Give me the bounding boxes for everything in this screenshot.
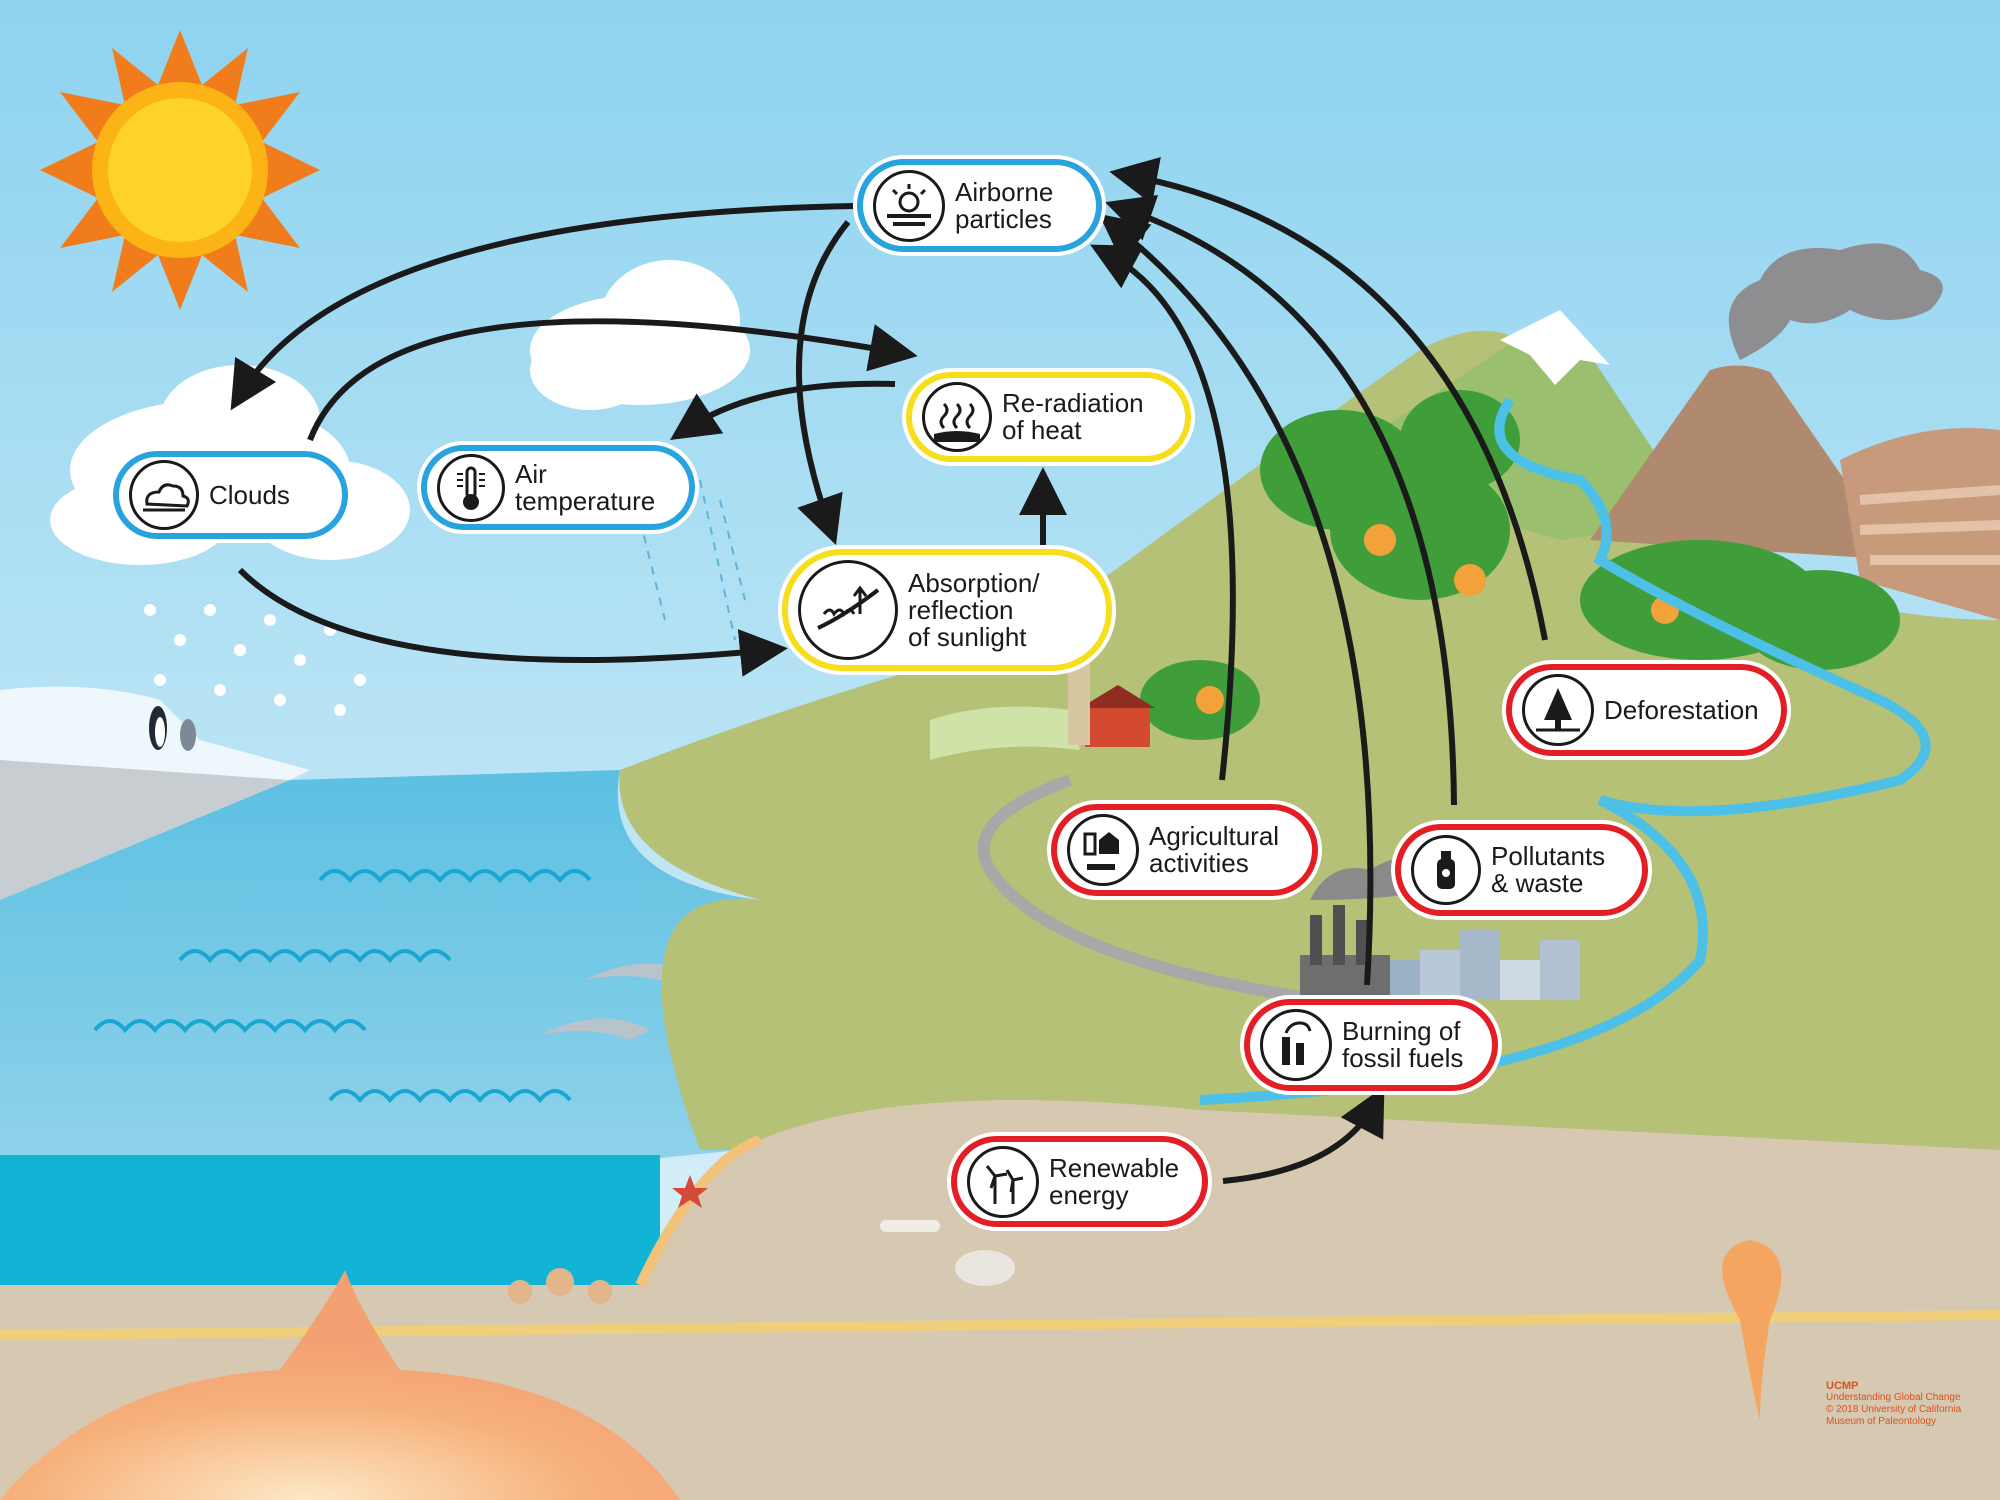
snow-cap xyxy=(1500,310,1610,385)
node-agricultural-activities: Agricultural activities xyxy=(1051,804,1318,896)
arrow-agri-to-airborne xyxy=(1090,244,1236,781)
farm xyxy=(930,655,1155,760)
node-burning-fossil-fuels: Burning of fossil fuels xyxy=(1244,999,1498,1091)
credit-line-1: Understanding Global Change xyxy=(1826,1392,1961,1403)
node-airborne-particles: Airborne particles xyxy=(857,159,1102,252)
credit-block: UCMP Understanding Global Change © 2018 … xyxy=(1826,1380,1961,1428)
credit-line-2: © 2018 University of California xyxy=(1826,1404,1962,1415)
river xyxy=(1199,397,1931,1105)
label-air-temperature: Air temperature xyxy=(515,458,656,516)
label-absorption-reflection: Absorption/ reflection of sunlight xyxy=(908,567,1040,652)
factory-icon xyxy=(1260,1009,1332,1081)
waves xyxy=(93,869,592,1104)
thermometer-icon xyxy=(437,453,505,522)
label-deforestation: Deforestation xyxy=(1604,694,1759,725)
node-deforestation: Deforestation xyxy=(1506,664,1787,756)
node-reradiation-of-heat: Re-radiation of heat xyxy=(906,372,1191,462)
fossils xyxy=(880,1220,1015,1286)
volcano-smoke xyxy=(1728,243,1943,360)
label-pollutants-waste: Pollutants & waste xyxy=(1491,841,1606,898)
arrow-fossil-to-airborne xyxy=(1098,213,1374,986)
node-absorption-reflection: Absorption/ reflection of sunlight xyxy=(782,549,1112,671)
starfish xyxy=(672,1175,708,1208)
snowflakes xyxy=(144,604,366,716)
seafloor-edge xyxy=(635,1135,762,1288)
label-agricultural-activities: Agricultural activities xyxy=(1149,821,1280,878)
airborne-particles-icon xyxy=(873,169,945,242)
arrow-pollutants-to-airborne xyxy=(1104,195,1457,806)
bottle-icon xyxy=(1411,835,1481,905)
penguins xyxy=(149,706,196,751)
node-renewable-energy: Renewable energy xyxy=(951,1136,1208,1227)
credit-line-3: Museum of Paleontology xyxy=(1826,1416,1937,1427)
arrow-clouds-to-absorption xyxy=(237,567,788,677)
magma-dome xyxy=(0,1270,680,1500)
credit-brand: UCMP xyxy=(1826,1380,1859,1392)
clouds-icon xyxy=(129,460,199,530)
label-renewable-energy: Renewable energy xyxy=(1049,1152,1180,1210)
road xyxy=(977,774,1321,1006)
node-pollutants-waste: Pollutants & waste xyxy=(1395,824,1648,916)
ocean-deep xyxy=(0,1155,660,1285)
heat-waves-icon xyxy=(922,382,992,452)
cliff-strata xyxy=(1859,485,2000,565)
ocean xyxy=(0,770,760,1160)
arrow-clouds-to-reradiation xyxy=(307,318,918,442)
magma-plume xyxy=(1722,1240,1782,1420)
arrow-reradiation-to-airtemp xyxy=(670,380,896,440)
arrow-deforestation-to-airborne xyxy=(1109,157,1548,641)
tree-icon xyxy=(1522,674,1594,746)
sun xyxy=(40,30,320,310)
arrow-airborne-to-clouds xyxy=(230,203,856,411)
node-clouds: Clouds xyxy=(113,451,348,539)
arrow-airborne-to-absorption xyxy=(796,220,851,545)
rain xyxy=(639,479,746,641)
absorption-icon xyxy=(798,560,898,660)
label-burning-fossil-fuels: Burning of fossil fuels xyxy=(1342,1016,1464,1073)
volcano xyxy=(1590,365,1900,560)
node-air-temperature: Air temperature xyxy=(421,445,695,530)
wind-turbine-icon xyxy=(967,1145,1039,1218)
farm-icon xyxy=(1067,814,1139,886)
label-airborne-particles: Airborne particles xyxy=(955,176,1054,234)
label-reradiation-of-heat: Re-radiation of heat xyxy=(1002,388,1144,445)
arrow-renewable-to-fossil xyxy=(1222,1086,1385,1184)
arrows xyxy=(230,157,1548,1184)
label-clouds: Clouds xyxy=(209,479,290,510)
seashells xyxy=(508,1268,612,1304)
